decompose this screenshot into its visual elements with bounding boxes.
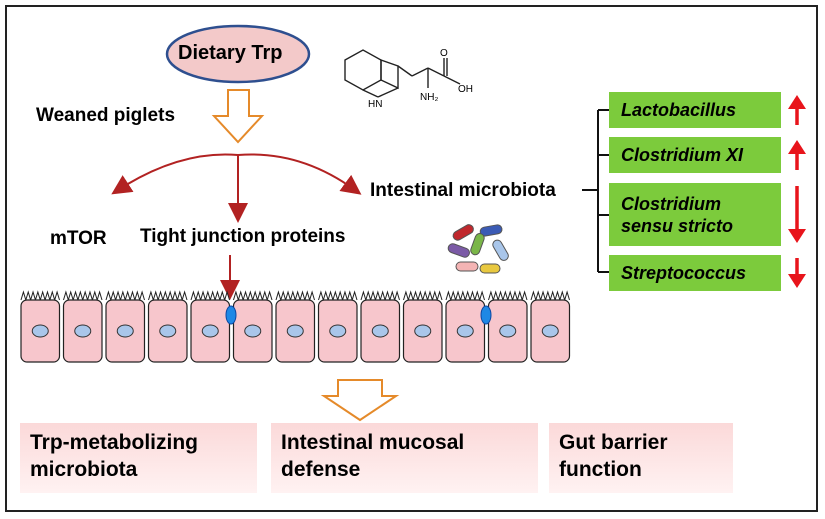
cell-nucleus — [31, 324, 49, 338]
figure-frame — [5, 5, 818, 512]
cell-nucleus — [244, 324, 262, 338]
branch-arrow-right — [237, 153, 362, 195]
mtor-label: mTOR — [50, 228, 107, 249]
microvilli — [190, 290, 230, 302]
tight-junction-label: Tight junction proteins — [140, 226, 346, 247]
cell-nucleus — [541, 324, 559, 338]
outcome-trp-metabolizing: Trp-metabolizing microbiota — [20, 423, 257, 493]
microvilli — [148, 290, 188, 302]
microbe-name-line2: sensu stricto — [621, 215, 734, 236]
dietary-trp-label: Dietary Trp — [178, 42, 283, 64]
microbes-cluster — [447, 224, 509, 274]
microvilli — [445, 290, 485, 302]
intestinal-microbiota-label: Intestinal microbiota — [370, 180, 556, 201]
microbe-name-line1: Clostridium — [621, 193, 722, 214]
mol-nh-label: HN — [368, 99, 382, 110]
epithelium — [20, 290, 571, 363]
tight-junction — [225, 305, 237, 325]
cell-nucleus — [159, 324, 177, 338]
microvilli — [233, 290, 273, 302]
dietary-trp-ellipse — [165, 24, 311, 84]
outcome-line1: Trp-metabolizing — [30, 431, 198, 454]
microbe-name: Streptococcus — [621, 263, 747, 283]
outcome-line2: microbiota — [30, 458, 138, 481]
mol-oh-label: OH — [458, 84, 473, 95]
microbe-trend-arrow-up — [788, 95, 806, 125]
cell-nucleus — [371, 324, 389, 338]
microbe-trend-arrow-down — [788, 258, 806, 288]
cell-nucleus — [201, 324, 219, 338]
microbe-lactobacillus: Lactobacillus — [609, 92, 781, 128]
microvilli — [530, 290, 570, 302]
mol-o-label: O — [440, 48, 448, 59]
cell-nucleus — [74, 324, 92, 338]
weaned-piglets-label: Weaned piglets — [36, 105, 176, 126]
microbe-streptococcus: Streptococcus — [609, 255, 781, 291]
microbe-clostridium-sensu-stricto: Clostridium sensu stricto — [609, 183, 781, 246]
microvilli — [20, 290, 60, 302]
microbe-trend-arrow-down — [788, 186, 806, 243]
microbe-trend-arrows — [788, 95, 806, 288]
outcome-down-arrow — [320, 379, 400, 422]
cell-nucleus — [499, 324, 517, 338]
trp-down-arrow — [211, 89, 265, 144]
branch-arrow-left — [111, 153, 239, 195]
microbe-clostridium-xi: Clostridium XI — [609, 137, 781, 173]
outcome-mucosal-defense: Intestinal mucosal defense — [271, 423, 538, 493]
microvilli — [63, 290, 103, 302]
microvilli — [318, 290, 358, 302]
microvilli — [360, 290, 400, 302]
microbe-bracket — [582, 109, 610, 273]
microvilli — [403, 290, 443, 302]
tight-junction — [480, 305, 492, 325]
outcome-line2: function — [559, 458, 642, 481]
microvilli — [488, 290, 528, 302]
outcome-line1: Gut barrier — [559, 431, 668, 454]
outcome-line2: defense — [281, 458, 361, 481]
outcome-line1: Intestinal mucosal — [281, 431, 465, 454]
cell-nucleus — [414, 324, 432, 338]
microbe-trend-arrow-up — [788, 140, 806, 170]
tryptophan-structure — [344, 49, 461, 98]
cell-nucleus — [286, 324, 304, 338]
cell-nucleus — [456, 324, 474, 338]
microbe-name: Lactobacillus — [621, 100, 737, 120]
microbe-name: Clostridium XI — [621, 145, 744, 165]
microvilli — [275, 290, 315, 302]
mol-nh2-label: NH₂ — [420, 92, 438, 103]
outcome-gut-barrier: Gut barrier function — [549, 423, 733, 493]
microvilli — [105, 290, 145, 302]
cell-nucleus — [329, 324, 347, 338]
cell-nucleus — [116, 324, 134, 338]
